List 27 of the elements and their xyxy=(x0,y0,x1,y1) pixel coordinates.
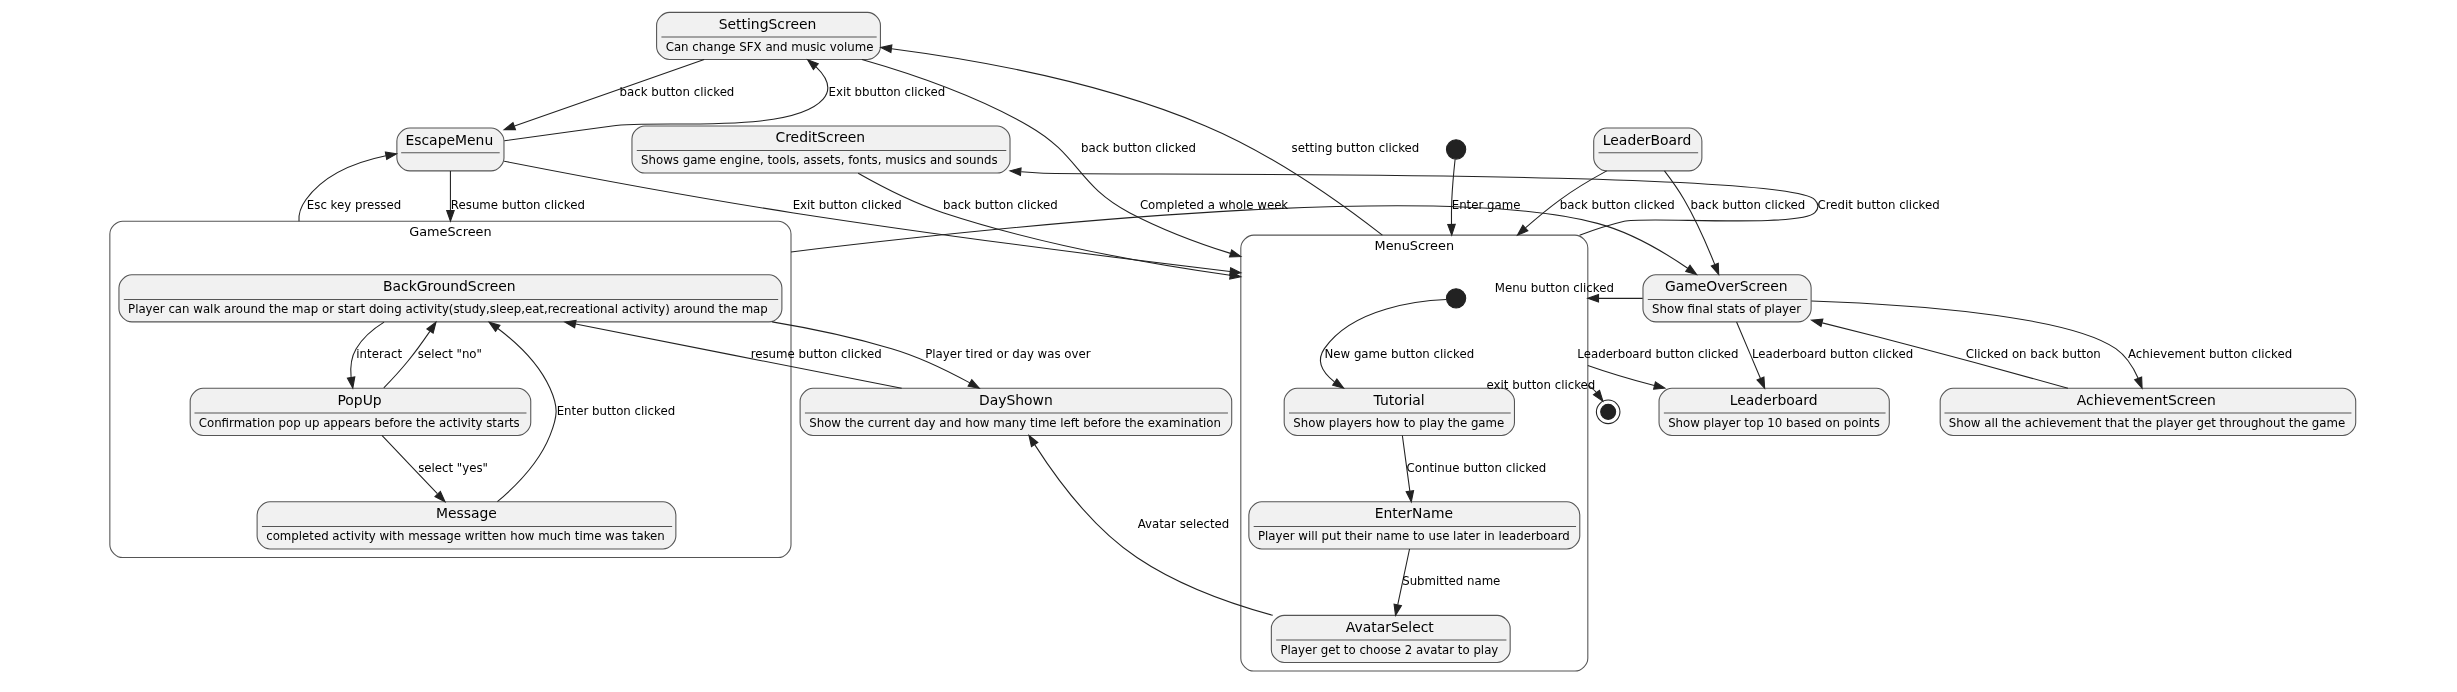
edge-label: interact xyxy=(356,347,403,362)
edge-label: Submitted name xyxy=(1402,574,1501,589)
edge-label: setting button clicked xyxy=(1291,141,1420,156)
edge-label: select "yes" xyxy=(418,460,489,475)
edge-label: Enter button clicked xyxy=(556,403,676,418)
edge-label: Completed a whole week xyxy=(1139,198,1289,213)
edge-label: Esc key pressed xyxy=(306,198,402,213)
edge-label: Exit bbutton clicked xyxy=(828,84,946,99)
edge-label: Resume button clicked xyxy=(450,198,585,213)
edge-label: back button clicked xyxy=(1081,141,1196,156)
edge-label: Credit button clicked xyxy=(1817,198,1940,213)
edge-label: Leaderboard button clicked xyxy=(1577,347,1739,362)
edge-label: back button clicked xyxy=(1559,198,1675,213)
edge-label: Achievement button clicked xyxy=(2128,347,2293,362)
edge-label: select "no" xyxy=(417,347,482,362)
edge-label: resume button clicked xyxy=(750,347,882,362)
edge-label: Exit button clicked xyxy=(792,198,902,213)
edge-label: Menu button clicked xyxy=(1494,280,1614,295)
edge-label: Clicked on back button xyxy=(1965,347,2101,362)
edge-label: Player tired or day was over xyxy=(925,347,1091,362)
edge-label: back button clicked xyxy=(942,198,1058,213)
edge-label: Continue button clicked xyxy=(1406,460,1547,475)
edge-label: back button clicked xyxy=(1690,198,1806,213)
edge-label: Avatar selected xyxy=(1137,517,1230,532)
edge-label: New game button clicked xyxy=(1324,347,1475,362)
edge-label: back button clicked xyxy=(619,84,735,99)
edge-label: Leaderboard button clicked xyxy=(1751,347,1914,362)
